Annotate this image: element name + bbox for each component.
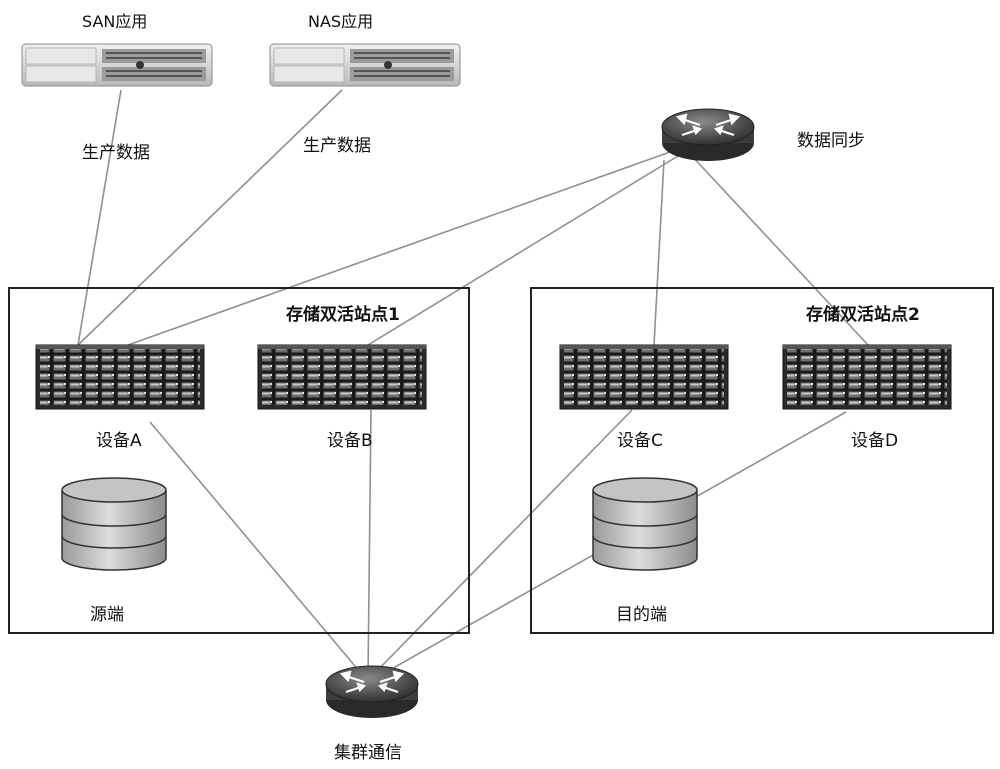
data-sync-label: 数据同步 bbox=[797, 131, 865, 151]
san-app-label: SAN应用 bbox=[82, 12, 148, 31]
link-san-to-device-a bbox=[77, 89, 122, 346]
storage-device-d-icon bbox=[782, 344, 952, 410]
site-2-box bbox=[530, 287, 994, 634]
link-nas-to-device-a bbox=[77, 89, 343, 346]
link-cluster-to-device-b bbox=[367, 409, 372, 677]
storage-device-c-icon bbox=[559, 344, 729, 410]
target-label: 目的端 bbox=[616, 605, 667, 625]
nas-app-label: NAS应用 bbox=[308, 12, 374, 31]
sync-router-icon bbox=[661, 108, 755, 161]
nas-server bbox=[269, 43, 461, 87]
nas-production-data-label: 生产数据 bbox=[303, 136, 371, 156]
site-1-box bbox=[8, 287, 470, 634]
source-database-icon bbox=[61, 477, 167, 571]
san-production-data-label: 生产数据 bbox=[82, 143, 150, 163]
device-b-label: 设备B bbox=[327, 431, 373, 451]
target-database-icon bbox=[592, 477, 698, 571]
storage-device-a-icon bbox=[35, 344, 205, 410]
device-d-label: 设备D bbox=[851, 431, 899, 451]
cluster-router-icon bbox=[325, 665, 419, 718]
connection-lines bbox=[77, 89, 869, 681]
link-sync-to-device-b bbox=[367, 155, 679, 346]
link-sync-to-device-d bbox=[689, 153, 869, 346]
link-cluster-to-device-a bbox=[149, 421, 366, 679]
link-sync-to-device-a bbox=[127, 151, 671, 346]
device-a-label: 设备A bbox=[96, 431, 142, 451]
site-1-title: 存储双活站点1 bbox=[286, 305, 400, 325]
cluster-communication-label: 集群通信 bbox=[334, 743, 402, 763]
link-sync-to-device-c bbox=[653, 159, 665, 346]
site-2-title: 存储双活站点2 bbox=[806, 305, 920, 325]
storage-device-b-icon bbox=[257, 344, 427, 410]
san-server bbox=[21, 43, 213, 87]
device-c-label: 设备C bbox=[617, 431, 663, 451]
source-label: 源端 bbox=[90, 605, 124, 625]
